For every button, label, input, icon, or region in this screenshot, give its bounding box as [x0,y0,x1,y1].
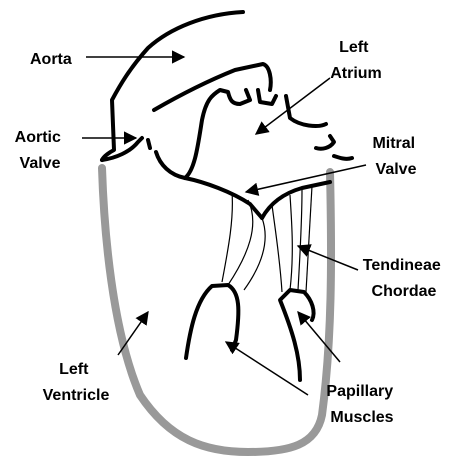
label-mitral-valve-line1: Mitral [372,135,415,152]
mitral-valve-left-leaflet [185,178,262,218]
mitral-valve-right-leaflet [262,182,330,218]
aortic-valve-leaflet [102,138,142,160]
ventricle-wall [102,168,331,452]
label-mitral-valve-line2: Valve [376,161,417,178]
label-papillary-line2: Muscles [330,409,393,426]
label-left-atrium-line2: Atrium [330,65,382,82]
label-tendineae-line1: Tendineae [363,257,441,274]
label-left-ventricle: Left Ventricle [43,361,110,404]
label-tendineae-chordae: Tendineae Chordae [363,257,445,300]
papillary-muscle-left [186,285,238,358]
label-aortic-valve-line1: Aortic [15,129,61,146]
label-mitral-valve: Mitral Valve [372,135,419,178]
aortic-valve-right-leaflet [148,140,185,178]
tendineae-chordae [222,186,312,292]
label-aorta: Aorta [30,51,72,68]
label-papillary-line1: Papillary [326,383,393,400]
pulmonary-vein-2 [286,96,326,126]
atrium-right-wall [334,156,352,159]
papillary-muscle-right [280,290,314,380]
pulmonary-vein-1 [258,90,276,104]
aorta-inner-wall [154,64,271,110]
left-atrium-wall [185,90,250,178]
label-aortic-valve-line2: Valve [20,155,61,172]
label-left-ventricle-line1: Left [59,361,89,378]
label-tendineae-line2: Chordae [372,283,437,300]
label-papillary-muscles: Papillary Muscles [326,383,397,426]
label-left-ventricle-line2: Ventricle [43,387,110,404]
label-left-atrium: Left Atrium [330,39,382,82]
label-left-atrium-line1: Left [339,39,369,56]
pulmonary-vein-3 [316,136,334,149]
label-aortic-valve: Aortic Valve [15,129,66,172]
